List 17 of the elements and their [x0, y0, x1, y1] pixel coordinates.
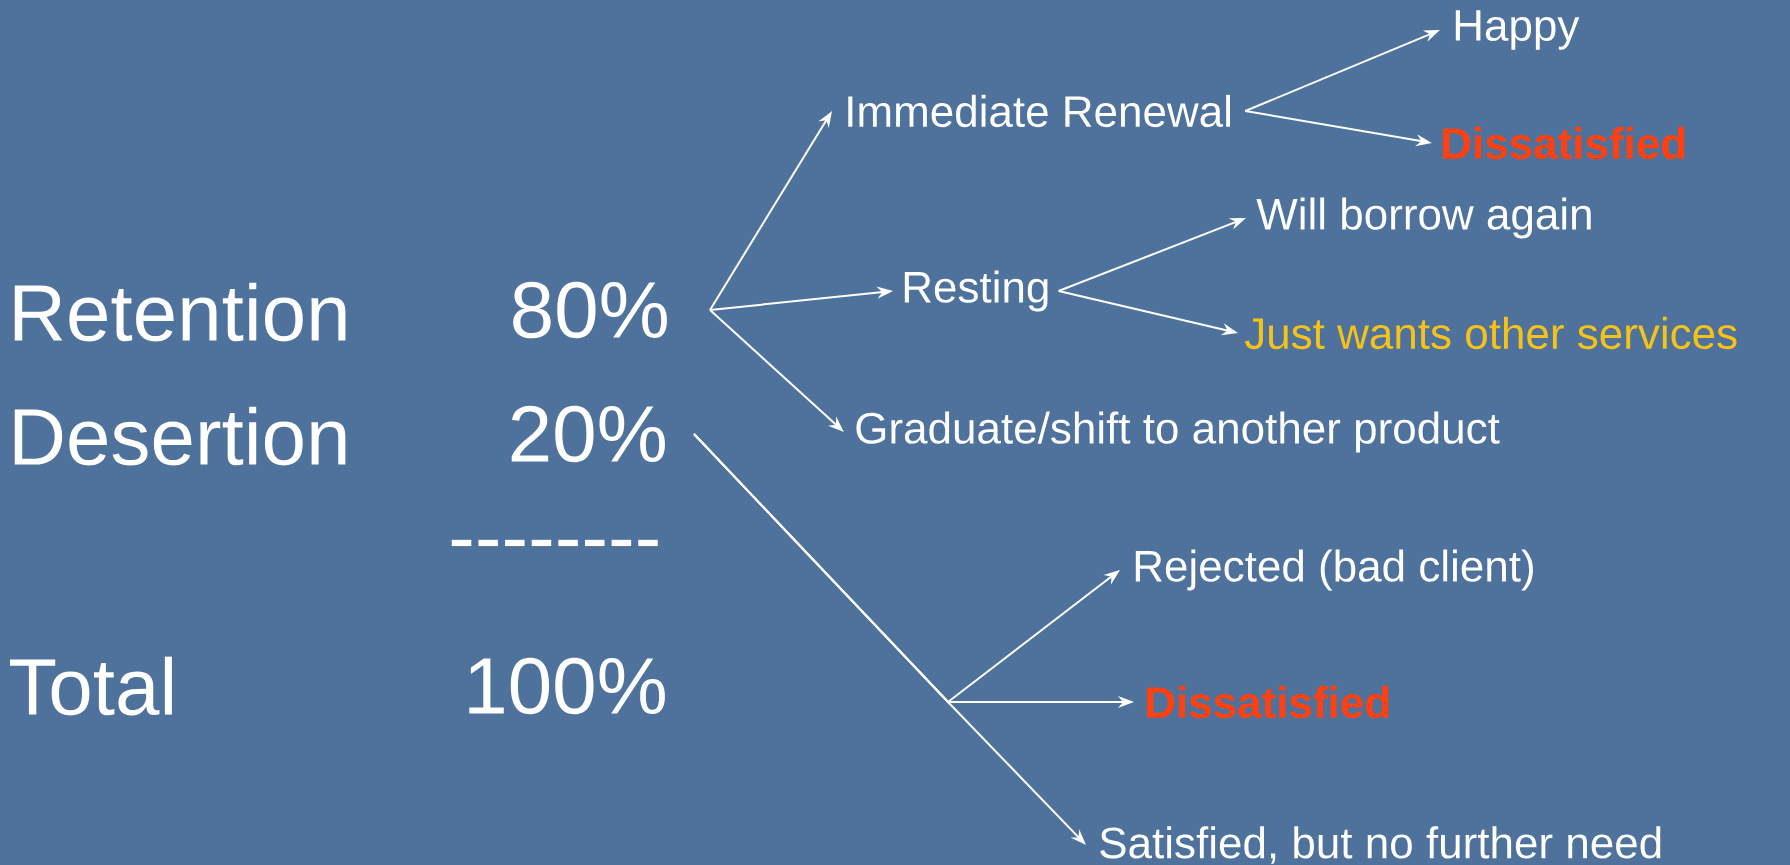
- slide-text: Retention: [14, 282, 346, 342]
- slide-text: Total: [10, 656, 172, 716]
- slide-text: --------: [451, 539, 658, 547]
- slide-text: 100%: [469, 657, 665, 715]
- branch-text: Just wants other services: [1244, 316, 1737, 350]
- branch-text: Happy: [1455, 10, 1580, 50]
- branch-text: Satisfied, but no further need: [1100, 826, 1661, 864]
- branch-text: Resting: [904, 270, 1048, 312]
- branch-text: Immediate Renewal: [848, 94, 1230, 128]
- branch-text: Will borrow again: [1256, 197, 1591, 239]
- branch-text: 20%: [511, 405, 665, 463]
- branch-text: Graduate/shift to another product: [856, 411, 1500, 453]
- branch-text: Dissatisfied: [1147, 685, 1389, 719]
- slide-text: Desertion: [14, 406, 346, 466]
- branch-text: Rejected (bad client): [1135, 549, 1533, 591]
- branch-text: 80%: [513, 281, 667, 339]
- branch-text: Dissatisfied: [1443, 126, 1685, 160]
